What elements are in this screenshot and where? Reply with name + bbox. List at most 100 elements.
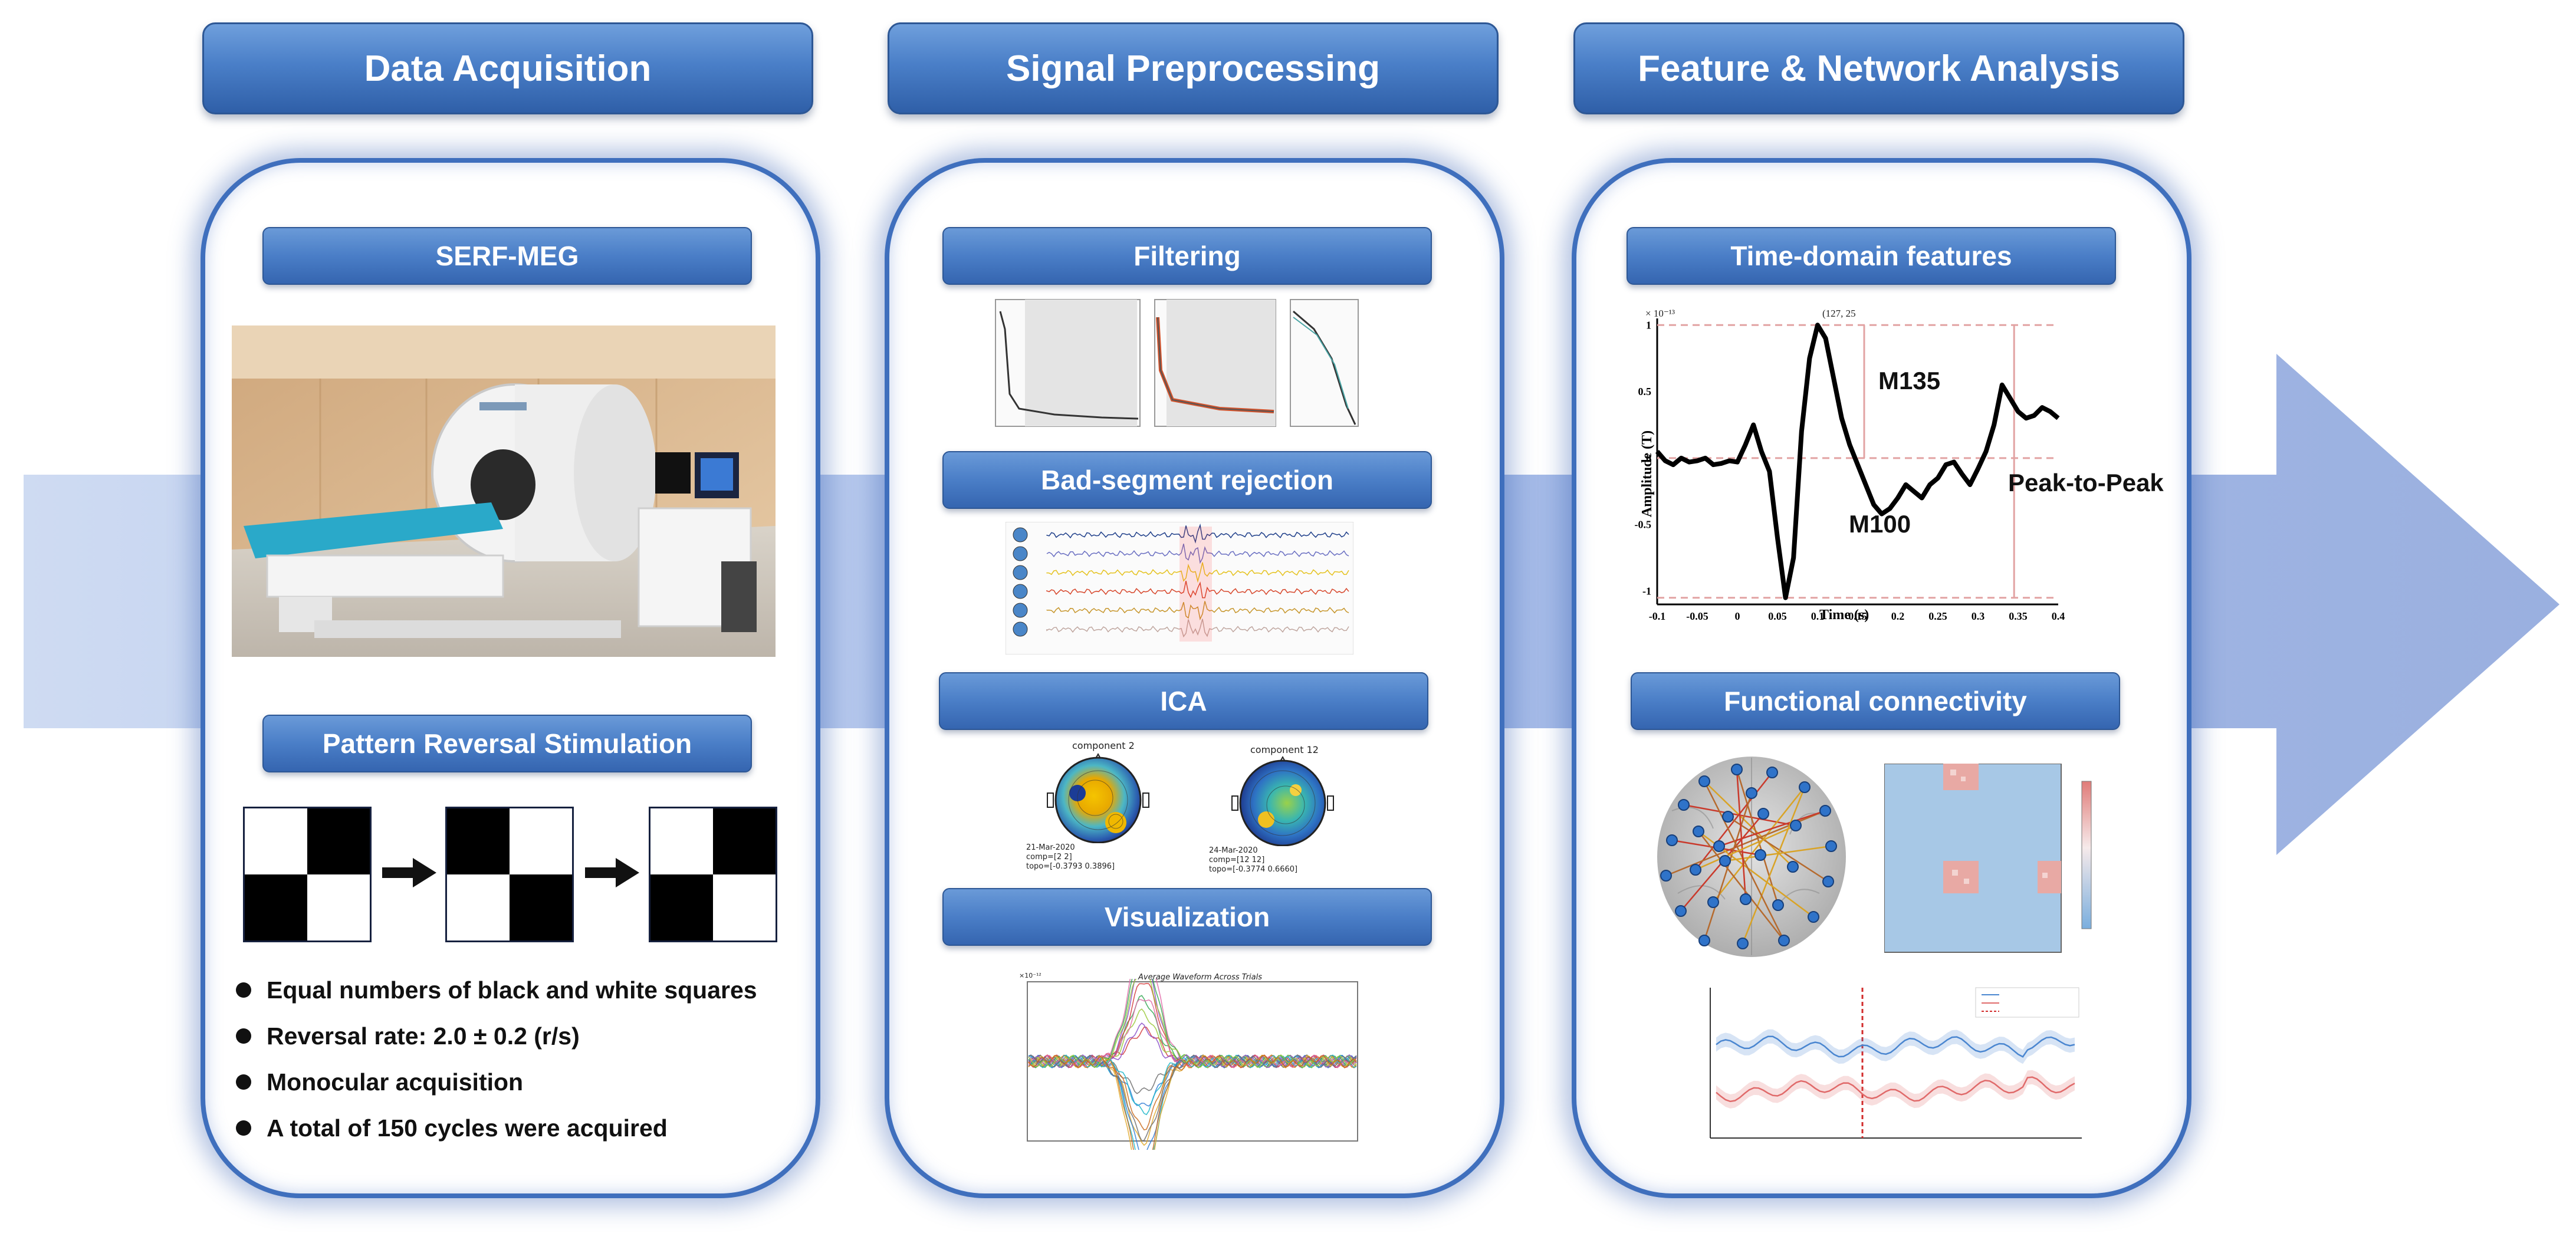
sensor-topo-icon bbox=[1013, 565, 1028, 580]
network-node bbox=[1678, 799, 1690, 811]
y-tick-label: 0 bbox=[1646, 452, 1651, 464]
network-edge bbox=[1736, 769, 1747, 900]
sensor-trace bbox=[1046, 601, 1349, 621]
network-node bbox=[1660, 870, 1672, 882]
serf-meg-device-photo bbox=[232, 325, 776, 657]
x-tick-label: -0.1 bbox=[1649, 610, 1666, 622]
x-tick-label: 0.1 bbox=[1811, 610, 1825, 622]
network-node bbox=[1772, 899, 1784, 911]
column-header-feature-network-analysis: Feature & Network Analysis bbox=[1573, 22, 2184, 114]
channel-waveform bbox=[1028, 1054, 1357, 1150]
network-edge bbox=[1727, 815, 1829, 883]
bullet-text: A total of 150 cycles were acquired bbox=[267, 1114, 668, 1142]
y-tick-label: -1 bbox=[1642, 585, 1651, 597]
pattern-reversal-stimulation-label: Pattern Reversal Stimulation bbox=[262, 715, 752, 772]
connectivity-timeseries-plot bbox=[1710, 987, 2082, 1139]
visualization-label: Visualization bbox=[942, 888, 1432, 946]
ica-info-line: topo=[-0.3793 0.3896] bbox=[1026, 862, 1115, 871]
average-waveform-plot bbox=[1027, 979, 1358, 1150]
x-tick-label: 0.15 bbox=[1848, 610, 1867, 622]
network-node bbox=[1690, 864, 1701, 876]
x-tick-label: 0.2 bbox=[1891, 610, 1905, 622]
series-line bbox=[1716, 1035, 2075, 1058]
ica-component-12-info: 24-Mar-2020 comp=[12 12] topo=[-0.3774 0… bbox=[1209, 846, 1297, 874]
ica-label: ICA bbox=[939, 672, 1428, 730]
network-node bbox=[1713, 840, 1725, 852]
network-node bbox=[1731, 764, 1743, 775]
waveform-x-axis-label: Time (s) bbox=[1819, 607, 1869, 623]
network-edge bbox=[1698, 831, 1785, 941]
ica-info-line: 24-Mar-2020 bbox=[1209, 846, 1258, 855]
ica-info-line: topo=[-0.3774 0.6660] bbox=[1209, 865, 1298, 874]
sensor-trace bbox=[1046, 580, 1349, 599]
brain-connectivity-network bbox=[1657, 757, 1846, 957]
waveform-exponent: × 10⁻¹³ bbox=[1645, 308, 1675, 319]
right-arrow-icon bbox=[585, 858, 639, 887]
x-tick-label: 0.3 bbox=[1972, 610, 1985, 622]
network-node bbox=[1808, 911, 1819, 923]
ica-info-line: 21-Mar-2020 bbox=[1026, 843, 1075, 852]
m135-label: M135 bbox=[1878, 367, 1941, 394]
network-node bbox=[1666, 834, 1678, 846]
network-edge bbox=[1695, 824, 1796, 871]
sensor-trace bbox=[1046, 544, 1349, 564]
channel-waveform bbox=[1028, 1054, 1357, 1116]
network-node bbox=[1754, 849, 1766, 861]
bullet-item: Equal numbers of black and white squares bbox=[236, 967, 757, 1013]
network-edge bbox=[1703, 793, 1753, 941]
network-edge bbox=[1713, 787, 1805, 903]
y-tick-label: -0.5 bbox=[1635, 519, 1652, 531]
sensor-trace bbox=[1046, 619, 1349, 638]
network-node bbox=[1737, 938, 1749, 949]
checkerboard-pattern-b bbox=[445, 807, 574, 942]
ica-info-line: comp=[2 2] bbox=[1026, 853, 1072, 861]
checkerboard-pattern-a bbox=[243, 807, 372, 942]
connectivity-matrix-heatmap bbox=[1884, 764, 2092, 953]
network-node bbox=[1719, 855, 1731, 867]
confidence-band bbox=[1716, 1029, 2075, 1064]
network-node bbox=[1819, 805, 1831, 817]
x-tick-label: 0.25 bbox=[1928, 610, 1947, 622]
network-edge bbox=[1742, 787, 1806, 944]
bad-segment-rejection-label: Bad-segment rejection bbox=[942, 451, 1432, 509]
ica-component-title: component 2 bbox=[1072, 740, 1135, 751]
y-tick-label: 0.5 bbox=[1638, 386, 1652, 397]
x-tick-label: 0.05 bbox=[1768, 610, 1787, 622]
sensor-topo-icon bbox=[1013, 546, 1028, 561]
filtering-spectra-plots bbox=[995, 299, 1359, 427]
network-node bbox=[1825, 840, 1837, 852]
acquisition-bullet-list: Equal numbers of black and white squares… bbox=[236, 967, 757, 1151]
bullet-text: Equal numbers of black and white squares bbox=[267, 976, 757, 1004]
sensor-trace bbox=[1046, 523, 1349, 544]
y-tick-label: 1 bbox=[1646, 319, 1651, 331]
ica-component-2-info: 21-Mar-2020 comp=[2 2] topo=[-0.3793 0.3… bbox=[1026, 843, 1115, 872]
filtering-label: Filtering bbox=[942, 227, 1432, 285]
network-node bbox=[1822, 876, 1834, 887]
network-node bbox=[1778, 935, 1790, 946]
network-node bbox=[1740, 893, 1752, 905]
network-node bbox=[1693, 826, 1704, 837]
bullet-item: Monocular acquisition bbox=[236, 1059, 757, 1105]
network-edge bbox=[1703, 781, 1785, 941]
network-node bbox=[1757, 808, 1769, 820]
bad-segment-rejection-plot bbox=[1006, 522, 1353, 655]
m100-label: M100 bbox=[1849, 510, 1911, 538]
waveform-series-line bbox=[1655, 323, 2060, 600]
time-domain-features-label: Time-domain features bbox=[1627, 227, 2116, 285]
bullet-item: Reversal rate: 2.0 ± 0.2 (r/s) bbox=[236, 1013, 757, 1059]
series-line bbox=[1716, 1076, 2075, 1103]
sensor-topo-icon bbox=[1013, 603, 1028, 618]
visualization-exponent: ×10⁻¹² bbox=[1019, 972, 1041, 979]
x-tick-label: 0.4 bbox=[2052, 610, 2065, 622]
checkerboard-pattern-c bbox=[649, 807, 777, 942]
ica-info-line: comp=[12 12] bbox=[1209, 856, 1265, 864]
network-node bbox=[1698, 775, 1710, 787]
network-node bbox=[1707, 896, 1719, 908]
peak-to-peak-label: Peak-to-Peak bbox=[2008, 469, 2164, 496]
network-edge bbox=[1719, 810, 1826, 847]
sensor-topo-icon bbox=[1013, 584, 1028, 599]
column-header-signal-preprocessing: Signal Preprocessing bbox=[888, 22, 1499, 114]
network-node bbox=[1790, 820, 1802, 831]
waveform-peak-note: (127, 25 bbox=[1822, 308, 1856, 319]
